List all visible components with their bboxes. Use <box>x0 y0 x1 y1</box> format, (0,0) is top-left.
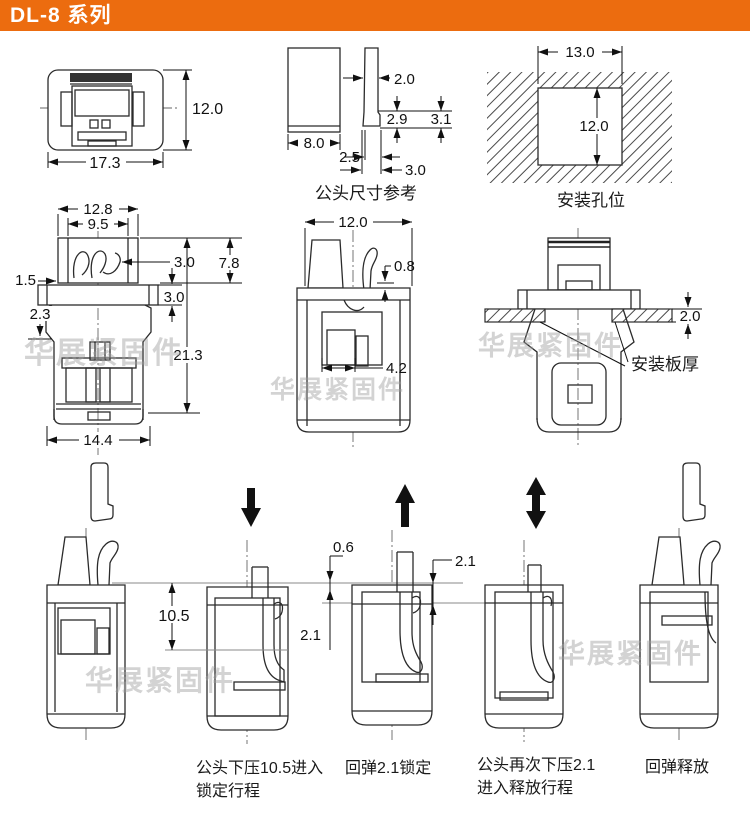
front-spring-wire <box>72 251 90 279</box>
watermark-text: 华展紧固件 <box>24 337 184 370</box>
page-title: DL-8 系列 <box>10 4 112 27</box>
latch-side-view: 12.0 0.8 4.2 <box>296 214 415 448</box>
side-spring-coil <box>355 335 369 367</box>
svg-text:华展紧固件: 华展紧固件 <box>478 330 623 361</box>
latch-top-view: 12.0 17.3 <box>40 69 223 172</box>
side-hook <box>362 247 378 291</box>
caption-step1-line2: 锁定行程 <box>196 782 260 800</box>
caption-step4: 回弹释放 <box>645 758 709 776</box>
dim-overtravel: 0.6 <box>333 539 354 556</box>
sequence-row: 10.5 0.6 2.1 2.1 公头下压10.5进入 锁定行程 回弹2.1锁定… <box>46 462 721 800</box>
dim-plug-tip-thickness: 2.0 <box>394 71 415 88</box>
dim-front-flange-height: 3.0 <box>164 289 185 306</box>
dim-press-travel: 10.5 <box>158 608 189 625</box>
dim-front-lip: 1.5 <box>15 272 36 289</box>
dim-front-hook-offset: 3.0 <box>174 254 195 271</box>
install-flange <box>517 289 641 310</box>
install-left-barb <box>523 308 538 420</box>
svg-text:华展紧固件: 华展紧固件 <box>270 375 405 404</box>
front-head-outline <box>57 237 139 284</box>
front-spring-coil <box>85 367 97 403</box>
dim-plug-body-width: 8.0 <box>304 135 325 152</box>
latch-state-free <box>46 528 126 742</box>
watermarks: 华展紧固件 华展紧固件 华展紧固件 华展紧固件 华展紧固件 <box>24 330 703 696</box>
dim-front-body-height: 21.3 <box>173 347 202 364</box>
plug-front-outline <box>287 47 341 133</box>
install-head <box>547 237 611 291</box>
dim-plug-notch-width: 2.5 <box>339 149 360 166</box>
rebound-up-arrow-icon <box>395 484 415 527</box>
front-right-barb <box>142 304 152 420</box>
dim-front-body-width: 14.4 <box>83 432 112 449</box>
dim-front-head-width: 12.8 <box>83 201 112 218</box>
dim-plug-tip-height: 3.1 <box>431 111 452 128</box>
caption-step3-line1: 公头再次下压2.1 <box>477 756 595 774</box>
caption-step3-line2: 进入释放行程 <box>477 779 573 797</box>
plug-reference-label: 公头尺寸参考 <box>315 184 417 203</box>
dim-front-inner-width: 9.5 <box>88 216 109 233</box>
latch-state-released <box>639 528 721 742</box>
dim-plate-thickness: 2.0 <box>680 308 701 325</box>
caption-step2: 回弹2.1锁定 <box>345 759 431 777</box>
dim-rebound-lock: 2.1 <box>300 627 321 644</box>
male-plug-right <box>682 462 706 522</box>
dim-press-release: 2.1 <box>455 553 476 570</box>
svg-text:华展紧固件: 华展紧固件 <box>558 638 703 669</box>
dim-plug-notch-height: 2.9 <box>387 111 408 128</box>
male-plug-left <box>90 462 114 522</box>
dim-front-head-height: 7.8 <box>219 255 240 272</box>
dim-side-width: 12.0 <box>338 214 367 231</box>
header-bar: DL-8 系列 <box>0 0 750 31</box>
front-flange <box>37 284 159 306</box>
press-release-updown-arrow-icon <box>526 477 546 529</box>
latch-state-locked <box>351 530 433 740</box>
install-plate-left <box>484 308 546 323</box>
dim-side-slot-width: 4.2 <box>386 360 407 377</box>
dim-front-barb: 2.3 <box>30 306 51 323</box>
side-slider <box>307 239 344 289</box>
install-plate-right <box>611 308 673 323</box>
caption-step1-line1: 公头下压10.5进入 <box>196 759 323 777</box>
svg-text:华展紧固件: 华展紧固件 <box>85 664 235 696</box>
dim-side-hook-gap: 0.8 <box>394 258 415 275</box>
latch-top-slider-bar <box>70 73 132 82</box>
install-right-barb <box>620 308 635 420</box>
mount-hole-view: 13.0 12.0 安装孔位 <box>487 44 672 210</box>
dim-hole-width: 13.0 <box>565 44 594 61</box>
plug-side-outline <box>362 47 381 127</box>
press-down-arrow-icon <box>241 488 261 527</box>
latch-state-release-press <box>484 540 564 742</box>
dim-plug-foot-width: 3.0 <box>405 162 426 179</box>
dim-top-view-width: 17.3 <box>89 155 120 172</box>
dim-top-view-height: 12.0 <box>192 101 223 118</box>
latch-state-pressed <box>206 540 289 744</box>
install-plate-label: 安装板厚 <box>631 355 699 374</box>
mount-hole-label: 安装孔位 <box>557 191 625 210</box>
latch-install-view: 2.0 安装板厚 <box>484 228 704 448</box>
latch-front-view: 12.8 9.5 3.0 7.8 1.5 3.0 2.3 <box>15 201 246 455</box>
dim-hole-height: 12.0 <box>579 118 608 135</box>
plug-reference-view: 8.0 2.0 2.9 3.1 2.5 <box>287 47 455 203</box>
